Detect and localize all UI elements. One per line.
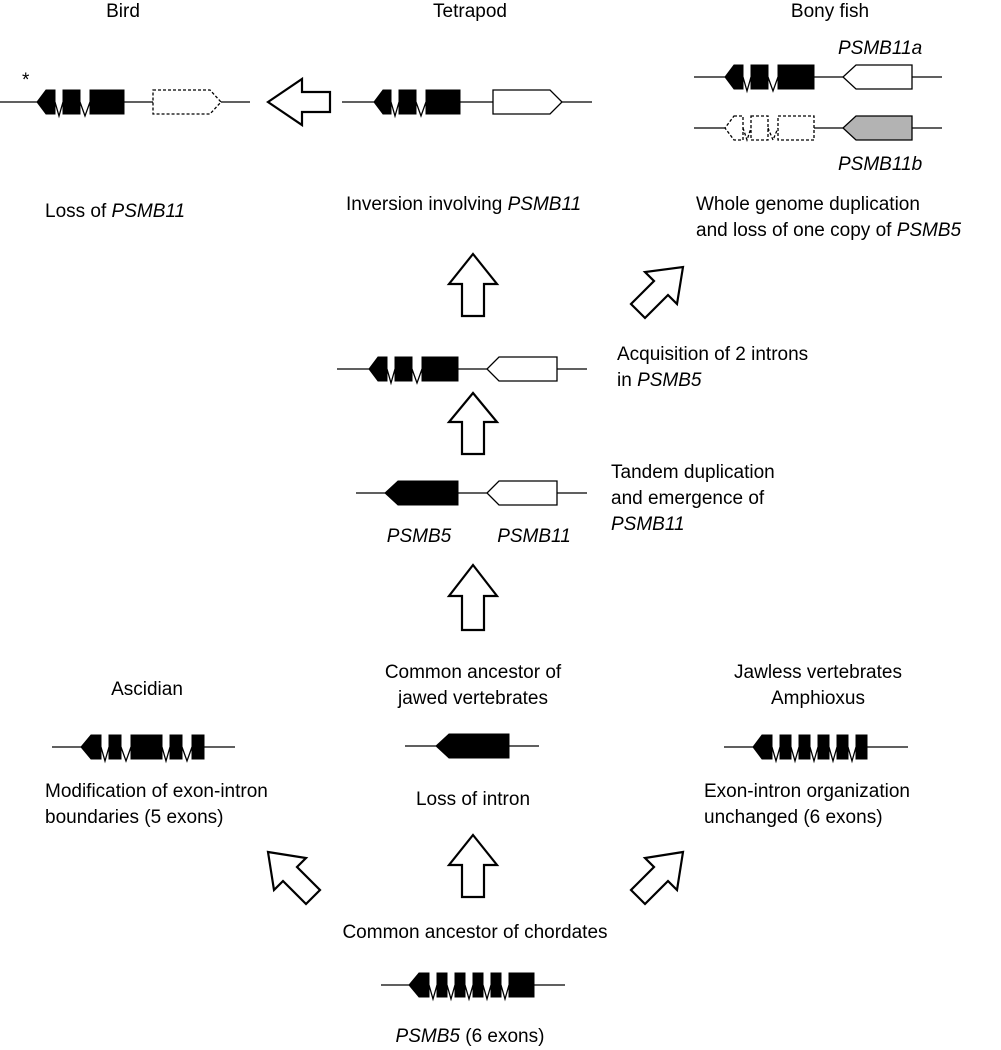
jawless-gene-schematic xyxy=(724,734,908,764)
jawless-label-line1: Jawless vertebrates xyxy=(734,662,902,683)
ascidian-exon-1 xyxy=(80,734,102,760)
tetrapod-gene-schematic xyxy=(342,89,592,119)
psmb5-exon-2 xyxy=(398,89,417,115)
bony-fish-event-line2: and loss of one copy of PSMB5 xyxy=(696,220,962,241)
jawed-label-line2: jawed vertebrates xyxy=(397,688,548,709)
intron-acquisition-node: Acquisition of 2 introns in PSMB5 xyxy=(337,344,808,391)
psmb5-exon-1 xyxy=(373,89,392,115)
tandem-event-line1: Tandem duplication xyxy=(611,462,775,483)
arrow-to-intron-acquisition xyxy=(446,391,500,456)
psmb5-exon-2 xyxy=(750,64,769,90)
jawless-exon-3 xyxy=(798,734,811,760)
chordate-exon-6 xyxy=(508,972,535,998)
bony-fish-gene-a-schematic xyxy=(694,64,942,94)
intron-event-line1: Acquisition of 2 introns xyxy=(617,344,808,365)
psmb5-exon-3 xyxy=(421,356,459,382)
ascidian-label: Ascidian xyxy=(111,679,183,700)
tandem-event-line3: PSMB11 xyxy=(611,514,685,535)
arrow-to-bird xyxy=(266,76,332,128)
intron-gene-schematic xyxy=(337,356,587,386)
psmb5-lost-exon-1 xyxy=(724,115,744,141)
chordate-exon-4 xyxy=(472,972,484,998)
bony-fish-gene-b-schematic xyxy=(694,115,942,143)
bird-node: Bird * Loss of PSMB11 xyxy=(0,1,250,222)
arrow-to-ascidian xyxy=(266,850,322,906)
bony-fish-label: Bony fish xyxy=(791,1,869,22)
asterisk-marker: * xyxy=(22,70,30,91)
psmb5-exon-3 xyxy=(89,89,125,115)
ascidian-node: Ascidian Modification of exon-intron bou… xyxy=(45,679,268,828)
tandem-event-line2: and emergence of xyxy=(611,488,765,509)
chordate-exon-1 xyxy=(408,972,430,998)
arrow-to-tetrapod xyxy=(446,252,500,318)
psmb5-label: PSMB5 xyxy=(387,526,452,547)
chordate-ancestor-node: Common ancestor of chordates PSMB5 (6 ex… xyxy=(342,922,607,1047)
chordate-exon-3 xyxy=(454,972,466,998)
ascidian-event-line1: Modification of exon-intron xyxy=(45,781,268,802)
psmb5-lost-exon-2 xyxy=(750,115,769,141)
psmb11-exon xyxy=(492,89,563,115)
psmb11a-label: PSMB11a xyxy=(838,38,922,59)
psmb11-exon xyxy=(486,356,558,382)
jawless-label-line2: Amphioxus xyxy=(771,688,865,709)
psmb5-exon-1 xyxy=(36,89,56,115)
arrow-to-bony-fish xyxy=(629,265,685,320)
jawed-gene-schematic xyxy=(405,733,539,759)
chordate-exon-2 xyxy=(436,972,448,998)
ascidian-gene-schematic xyxy=(52,734,235,764)
psmb11b-exon xyxy=(842,115,913,141)
jawless-exon-4 xyxy=(817,734,830,760)
psmb5-exon-2 xyxy=(62,89,81,115)
tetrapod-label: Tetrapod xyxy=(433,1,507,22)
intron-event-line2: in PSMB5 xyxy=(617,370,702,391)
arrow-to-jawed-ancestor xyxy=(446,833,500,899)
chordate-gene-schematic xyxy=(381,972,565,1002)
ascidian-exon-4 xyxy=(169,734,183,760)
jawed-ancestor-node: Common ancestor of jawed vertebrates Los… xyxy=(385,662,562,810)
chordate-exon-5 xyxy=(490,972,502,998)
psmb11-exon xyxy=(486,480,558,506)
psmb5-exon-2 xyxy=(394,356,413,382)
psmb5-exon-3 xyxy=(425,89,461,115)
bird-event: Loss of PSMB11 xyxy=(45,201,185,222)
jawed-label-line1: Common ancestor of xyxy=(385,662,562,683)
arrow-to-jawless xyxy=(629,850,685,906)
tetrapod-node: Tetrapod Inversion involving PSMB11 xyxy=(342,1,592,215)
bird-label: Bird xyxy=(106,1,140,22)
psmb5-lost-exon-3 xyxy=(777,115,815,141)
jawless-exon-6 xyxy=(855,734,868,760)
psmb5-exon-1 xyxy=(724,64,744,90)
ascidian-exon-3 xyxy=(130,734,163,760)
jawless-exon-5 xyxy=(836,734,849,760)
chordate-gene-label: PSMB5 (6 exons) xyxy=(396,1026,545,1047)
jawless-exon-2 xyxy=(779,734,792,760)
chordate-label: Common ancestor of chordates xyxy=(342,922,607,943)
psmb11-lost-exon xyxy=(152,89,222,115)
psmb5-exon-3 xyxy=(777,64,815,90)
arrow-to-tandem-duplication xyxy=(446,563,500,632)
jawless-event-line2: unchanged (6 exons) xyxy=(704,807,883,828)
bony-fish-event-line1: Whole genome duplication xyxy=(696,194,920,215)
tetrapod-event: Inversion involving PSMB11 xyxy=(346,194,581,215)
jawless-node: Jawless vertebrates Amphioxus Exon-intro… xyxy=(704,662,910,828)
psmb11a-exon xyxy=(842,64,913,90)
tandem-duplication-node: PSMB5 PSMB11 Tandem duplication and emer… xyxy=(356,462,775,547)
tandem-gene-schematic xyxy=(356,480,587,506)
bird-gene-schematic xyxy=(0,89,250,119)
bony-fish-node: Bony fish PSMB11a PSMB11b Whole genome d… xyxy=(694,1,962,241)
psmb5-exon xyxy=(435,733,510,759)
ascidian-exon-5 xyxy=(191,734,205,760)
ascidian-event-line2: boundaries (5 exons) xyxy=(45,807,224,828)
jawless-exon-1 xyxy=(752,734,773,760)
psmb5-exon-1 xyxy=(368,356,388,382)
jawless-event-line1: Exon-intron organization xyxy=(704,781,910,802)
psmb11-label: PSMB11 xyxy=(497,526,571,547)
psmb5-exon xyxy=(384,480,459,506)
psmb11b-label: PSMB11b xyxy=(838,154,922,175)
jawed-event: Loss of intron xyxy=(416,789,530,810)
ascidian-exon-2 xyxy=(108,734,122,760)
